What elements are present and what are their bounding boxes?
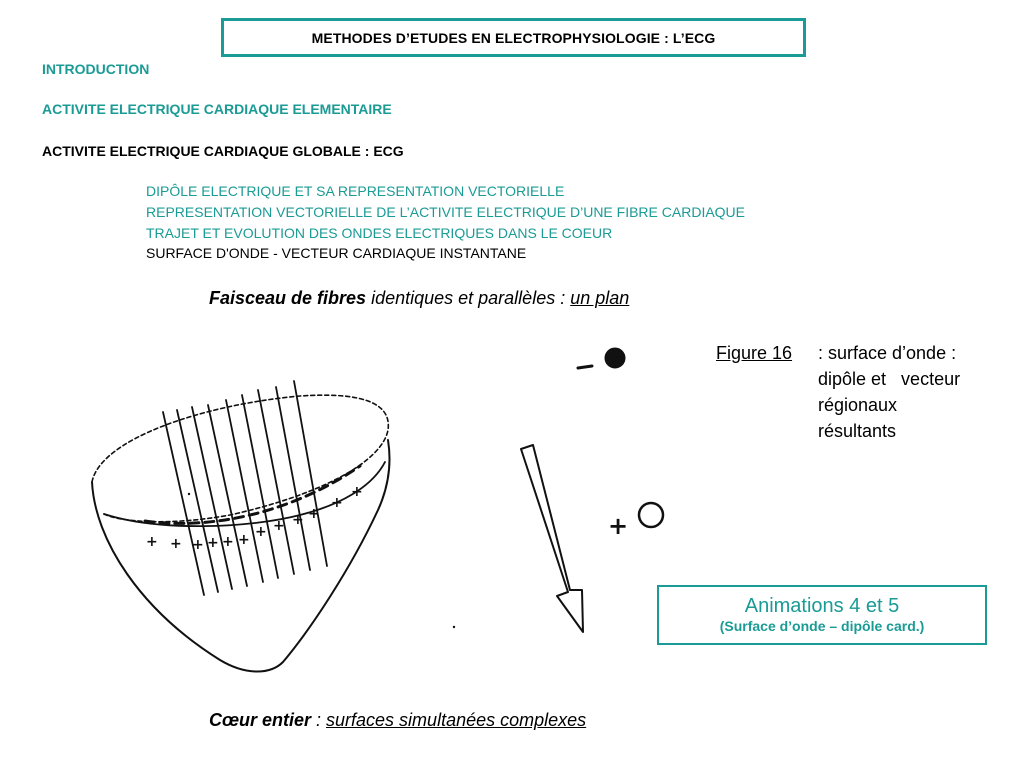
fibres-caption: Faisceau de fibres identiques et parallè… <box>209 288 629 309</box>
figure-number: Figure 16 <box>716 343 793 363</box>
outline-sub-fibre: REPRESENTATION VECTORIELLE DE L’ACTIVITE… <box>146 204 746 220</box>
heart-outline <box>91 439 391 673</box>
dot <box>452 625 456 629</box>
animations-title: Animations 4 et 5 <box>744 595 900 617</box>
plus-sign: + <box>351 484 363 500</box>
figure-line-4: résultants <box>818 421 897 441</box>
dot <box>187 492 191 496</box>
pole-positive <box>637 501 665 529</box>
surface-ellipse-dashed <box>91 394 390 523</box>
plus-signs: + + + + + + + + + + + + + <box>146 484 628 553</box>
outline-sub-surface: SURFACE D'ONDE - VECTEUR CARDIAQUE INSTA… <box>146 245 527 261</box>
outline-activite-elementaire: ACTIVITE ELECTRIQUE CARDIAQUE ELEMENTAIR… <box>42 101 392 117</box>
outline-sub-trajet: TRAJET ET EVOLUTION DES ONDES ELECTRIQUE… <box>146 225 613 241</box>
plus-sign: + <box>192 537 204 553</box>
plus-sign: + <box>222 534 234 550</box>
coeur-caption-text: : <box>311 710 327 730</box>
plus-sign: + <box>273 518 285 534</box>
minus-dash-arc <box>143 464 362 525</box>
plus-sign: + <box>292 512 304 528</box>
page-title-box: METHODES D’ETUDES EN ELECTROPHYSIOLOGIE … <box>221 18 806 57</box>
fibres-caption-underlined: un plan <box>570 288 630 308</box>
plus-sign: + <box>207 535 219 551</box>
outline-introduction: INTRODUCTION <box>42 61 150 77</box>
plus-sign: + <box>255 524 267 540</box>
animations-link-box[interactable]: Animations 4 et 5 (Surface d’onde – dipô… <box>657 585 987 645</box>
outline-activite-globale: ACTIVITE ELECTRIQUE CARDIAQUE GLOBALE : … <box>42 143 404 159</box>
coeur-caption: Cœur entier : surfaces simultanées compl… <box>209 710 586 731</box>
pole-positive-plus: + <box>608 512 628 540</box>
pole-negative <box>604 347 626 369</box>
fibre-bundle <box>162 380 328 596</box>
figure-line-2: dipôle et vecteur <box>818 369 961 389</box>
plus-sign: + <box>238 532 250 548</box>
plus-sign: + <box>331 495 343 511</box>
page-title: METHODES D’ETUDES EN ELECTROPHYSIOLOGIE … <box>311 29 716 46</box>
coeur-caption-bold: Cœur entier <box>209 710 312 730</box>
animations-subtitle: (Surface d’onde – dipôle card.) <box>719 618 925 634</box>
outline-sub-dipole: DIPÔLE ELECTRIQUE ET SA REPRESENTATION V… <box>146 183 565 199</box>
figure-line-3: régionaux <box>818 395 898 415</box>
vector-arrow <box>520 444 584 633</box>
coeur-caption-underlined: surfaces simultanées complexes <box>326 710 587 730</box>
plus-sign: + <box>170 536 182 552</box>
plus-sign: + <box>308 506 320 522</box>
surface-band-curve <box>103 461 386 528</box>
plus-sign: + <box>146 534 158 550</box>
pole-negative-minus <box>576 364 594 370</box>
figure-line-1: : surface d’onde : <box>818 343 957 363</box>
figure-label: Figure 16 <box>716 340 792 366</box>
fibres-caption-text: identiques et parallèles : <box>366 288 571 308</box>
fibres-caption-bold: Faisceau de fibres <box>209 288 367 308</box>
